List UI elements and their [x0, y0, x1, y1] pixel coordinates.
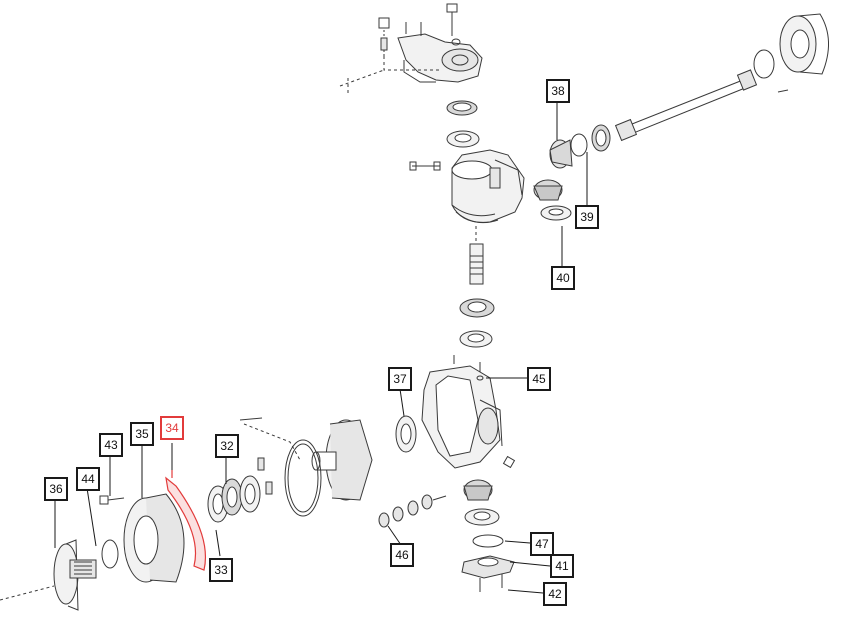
callout-39[interactable]: 39	[575, 205, 599, 229]
callout-32[interactable]: 32	[215, 434, 239, 458]
callout-42[interactable]: 42	[543, 582, 567, 606]
drive-shaft	[614, 69, 758, 142]
ring-gear	[284, 419, 373, 517]
callout-45[interactable]: 45	[527, 367, 551, 391]
flange	[53, 539, 97, 611]
callout-38[interactable]: 38	[546, 79, 570, 103]
callout-44[interactable]: 44	[76, 467, 100, 491]
callout-36[interactable]: 36	[44, 477, 68, 501]
callout-37[interactable]: 37	[388, 367, 412, 391]
callout-43[interactable]: 43	[99, 433, 123, 457]
end-cap	[753, 13, 830, 93]
side-housing	[99, 493, 185, 583]
callout-33[interactable]: 33	[209, 558, 233, 582]
upper-bracket	[378, 3, 483, 83]
callout-46[interactable]: 46	[390, 543, 414, 567]
upper-gear-case	[409, 149, 525, 224]
callout-47[interactable]: 47	[530, 532, 554, 556]
callout-40[interactable]: 40	[551, 266, 575, 290]
lower-housing	[421, 355, 516, 469]
gasket-highlight	[165, 470, 207, 571]
callout-34-highlighted[interactable]: 34	[160, 416, 184, 440]
callout-35[interactable]: 35	[130, 422, 154, 446]
callout-41[interactable]: 41	[550, 554, 574, 578]
